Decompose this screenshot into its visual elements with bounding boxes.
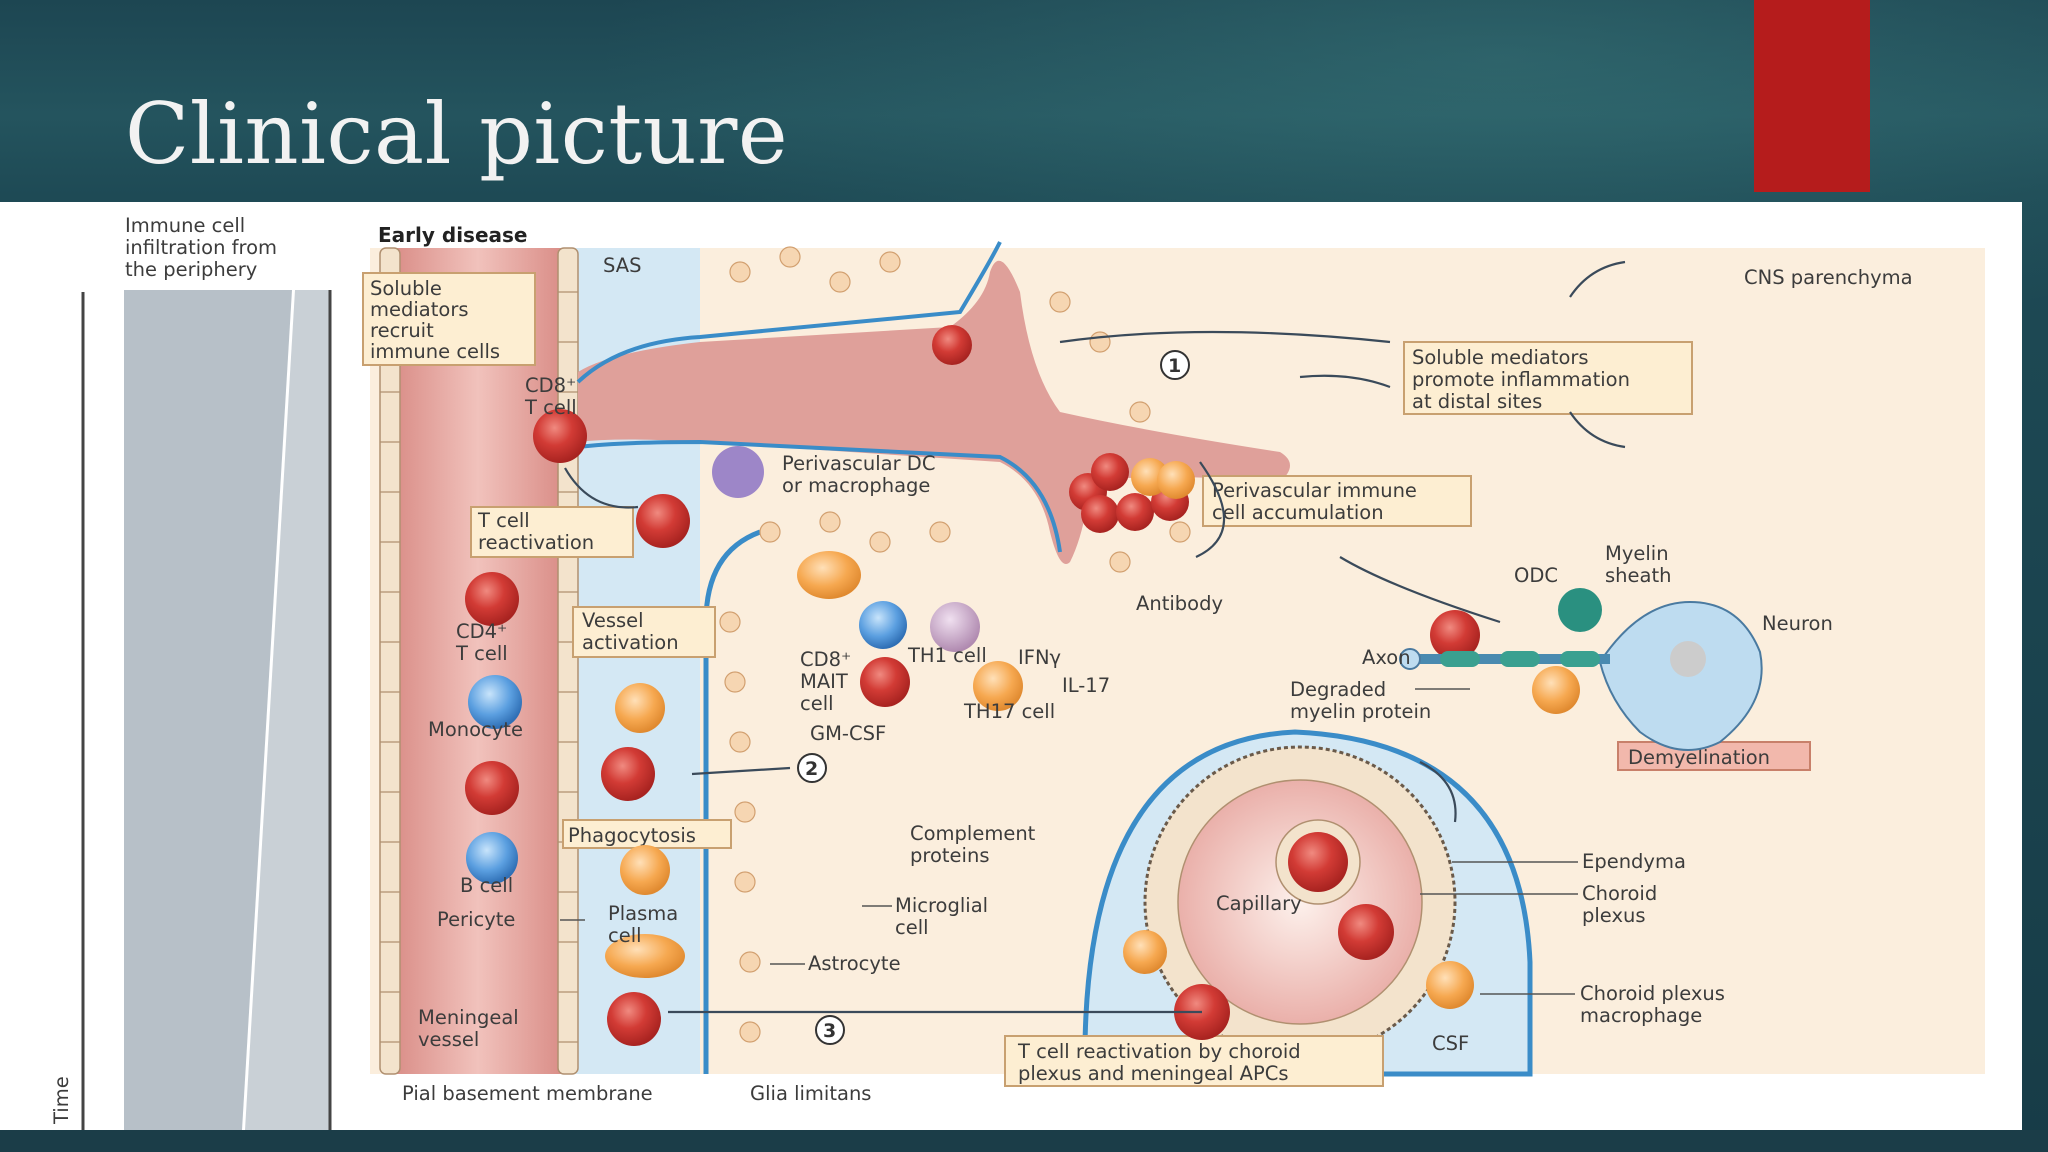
svg-text:CD8⁺: CD8⁺	[525, 374, 576, 397]
svg-text:cell: cell	[895, 916, 929, 939]
svg-text:TH17 cell: TH17 cell	[963, 700, 1055, 723]
svg-text:T cell: T cell	[477, 509, 530, 532]
neuron	[1399, 588, 1763, 751]
panel-heading-1: Immune cell	[125, 214, 245, 237]
svg-text:Ependyma: Ependyma	[1582, 850, 1686, 873]
svg-text:Vessel: Vessel	[582, 609, 644, 632]
box-t-cell-reactivation: T cell reactivation	[470, 506, 634, 558]
astrocyte-pattern	[719, 246, 1191, 1043]
svg-text:immune cells: immune cells	[370, 340, 500, 363]
svg-text:at distal sites: at distal sites	[1412, 390, 1542, 413]
svg-text:B cell: B cell	[460, 874, 513, 897]
svg-text:or macrophage: or macrophage	[782, 474, 930, 497]
svg-text:Demyelination: Demyelination	[1628, 746, 1770, 769]
svg-text:T cell reactivation by choroid: T cell reactivation by choroid	[1017, 1040, 1301, 1063]
svg-text:activation: activation	[582, 631, 679, 654]
svg-text:Soluble: Soluble	[370, 277, 442, 300]
cell-labels: CD8⁺ T cell CD4⁺ T cell Monocyte B cell …	[402, 374, 1833, 1105]
step-3: 3	[823, 1020, 836, 1042]
svg-text:Monocyte: Monocyte	[428, 718, 523, 741]
svg-text:mediators: mediators	[370, 298, 469, 321]
svg-text:IL-17: IL-17	[1062, 674, 1110, 697]
box-perivascular-accumulation: Perivascular immune cell accumulation	[1202, 475, 1472, 527]
svg-text:Degraded: Degraded	[1290, 678, 1386, 701]
step-1: 1	[1168, 355, 1181, 377]
svg-text:proteins: proteins	[910, 844, 989, 867]
svg-text:Choroid plexus: Choroid plexus	[1580, 982, 1725, 1005]
svg-text:Astrocyte: Astrocyte	[808, 952, 901, 975]
svg-text:Neuron: Neuron	[1762, 612, 1833, 635]
svg-text:MAIT: MAIT	[800, 670, 848, 693]
sas-label: SAS	[603, 254, 641, 277]
step-2: 2	[805, 758, 818, 780]
box-phagocytosis: Phagocytosis	[562, 819, 732, 849]
svg-text:ODC: ODC	[1514, 564, 1558, 587]
box-choroid-reactivation: T cell reactivation by choroid plexus an…	[1004, 1035, 1384, 1087]
svg-text:Complement: Complement	[910, 822, 1036, 845]
time-panel: Immune cell infiltration from the periph…	[50, 214, 332, 1130]
svg-text:cell: cell	[608, 924, 642, 947]
svg-text:reactivation: reactivation	[478, 531, 594, 554]
svg-text:vessel: vessel	[418, 1028, 479, 1051]
svg-text:Pial basement membrane: Pial basement membrane	[402, 1082, 653, 1105]
box-soluble-promote: Soluble mediators promote inflammation a…	[1403, 341, 1693, 415]
svg-text:Pericyte: Pericyte	[437, 908, 515, 931]
csf-label: CSF	[1432, 1032, 1469, 1055]
red-cells	[465, 325, 1480, 1046]
step-markers: 1 2 3	[797, 350, 1190, 1045]
svg-text:Perivascular DC: Perivascular DC	[782, 452, 935, 475]
accent-bar	[1754, 0, 1870, 192]
box-soluble-recruit: Soluble mediators recruit immune cells	[362, 272, 536, 366]
svg-text:Phagocytosis: Phagocytosis	[568, 824, 696, 847]
panel-heading-2: infiltration from	[125, 236, 277, 259]
slide-title: Clinical picture	[125, 85, 789, 183]
svg-text:CD8⁺: CD8⁺	[800, 648, 851, 671]
bottom-bar	[0, 1130, 2048, 1152]
svg-text:sheath: sheath	[1605, 564, 1671, 587]
svg-text:CD4⁺: CD4⁺	[456, 620, 507, 643]
svg-text:recruit: recruit	[370, 319, 434, 342]
svg-text:Microglial: Microglial	[895, 894, 988, 917]
box-vessel-activation: Vessel activation	[572, 606, 716, 658]
svg-text:IFNγ: IFNγ	[1018, 646, 1061, 669]
svg-text:Choroid: Choroid	[1582, 882, 1657, 905]
svg-text:myelin protein: myelin protein	[1290, 700, 1431, 723]
cns-label: CNS parenchyma	[1744, 266, 1913, 289]
box-demyelination: Demyelination	[1617, 741, 1811, 771]
svg-text:Capillary: Capillary	[1216, 892, 1302, 915]
svg-text:cell: cell	[800, 692, 834, 715]
branch-vessel	[578, 260, 1290, 564]
svg-text:cell accumulation: cell accumulation	[1212, 501, 1384, 524]
svg-text:Myelin: Myelin	[1605, 542, 1669, 565]
diagram-svg: Immune cell infiltration from the periph…	[50, 214, 1985, 1130]
svg-text:plexus and meningeal APCs: plexus and meningeal APCs	[1018, 1062, 1289, 1085]
svg-text:GM-CSF: GM-CSF	[810, 722, 886, 745]
section-title: Early disease	[378, 223, 527, 247]
diagram-panel: Immune cell infiltration from the periph…	[0, 202, 2022, 1130]
svg-text:Soluble mediators: Soluble mediators	[1412, 346, 1589, 369]
svg-text:Antibody: Antibody	[1136, 592, 1223, 615]
svg-text:Meningeal: Meningeal	[418, 1006, 519, 1029]
svg-text:Perivascular immune: Perivascular immune	[1212, 479, 1417, 502]
svg-text:plexus: plexus	[1582, 904, 1646, 927]
arrows	[564, 260, 1626, 1014]
time-axis-label: Time	[50, 1076, 73, 1125]
svg-text:T cell: T cell	[524, 396, 577, 419]
svg-text:macrophage: macrophage	[1580, 1004, 1702, 1027]
svg-text:promote inflammation: promote inflammation	[1412, 368, 1630, 391]
svg-text:Glia limitans: Glia limitans	[750, 1082, 871, 1105]
other-cells	[466, 446, 1580, 1009]
svg-text:Plasma: Plasma	[608, 902, 678, 925]
panel-heading-3: the periphery	[125, 258, 257, 281]
svg-text:TH1 cell: TH1 cell	[907, 644, 987, 667]
svg-text:Axon: Axon	[1362, 646, 1411, 669]
svg-text:T cell: T cell	[455, 642, 508, 665]
meningeal-vessel	[388, 248, 568, 1074]
